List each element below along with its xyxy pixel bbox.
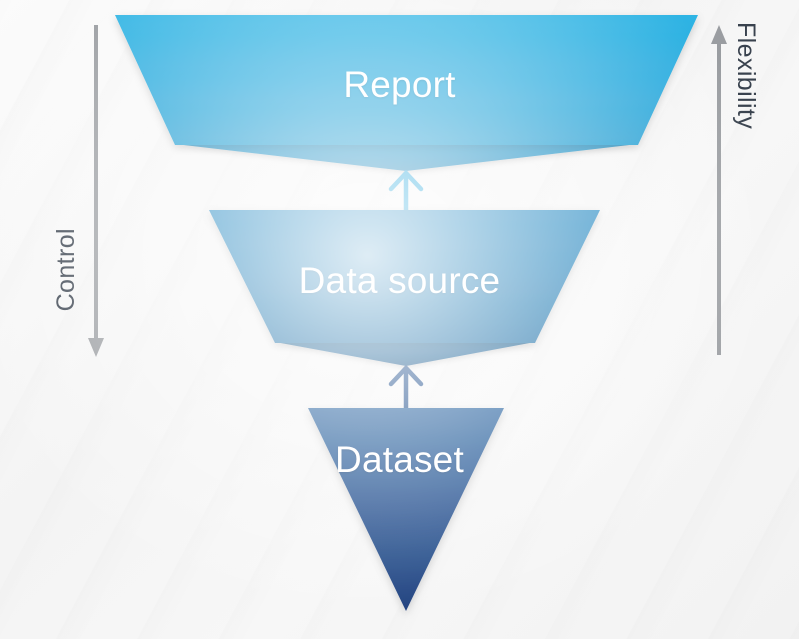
stage-dataset[interactable] bbox=[308, 408, 504, 611]
report-label: Report bbox=[343, 64, 456, 105]
arrow-up-head-icon bbox=[388, 364, 424, 387]
connector-dataset-to-data-source bbox=[388, 364, 424, 411]
stage-data-source[interactable] bbox=[209, 210, 600, 366]
data-source-fold bbox=[275, 342, 535, 366]
dataset-shape[interactable] bbox=[308, 408, 504, 611]
report-fold bbox=[175, 144, 638, 171]
dataset-label: Dataset bbox=[335, 439, 464, 480]
control-axis-label: Control bbox=[52, 228, 80, 312]
arrow-up-head-icon bbox=[388, 169, 424, 192]
connector-data-source-to-report bbox=[388, 169, 424, 216]
report-shape[interactable] bbox=[115, 15, 698, 145]
flexibility-axis-label: Flexibility bbox=[732, 22, 760, 130]
data-source-shape[interactable] bbox=[209, 210, 600, 343]
control-axis-arrow bbox=[88, 25, 104, 357]
stage-report[interactable] bbox=[115, 15, 698, 171]
flexibility-axis-arrow bbox=[711, 25, 727, 355]
data-source-label: Data source bbox=[298, 260, 501, 301]
arrow-down-head-icon bbox=[88, 338, 104, 357]
arrow-up-head-icon bbox=[711, 25, 727, 44]
